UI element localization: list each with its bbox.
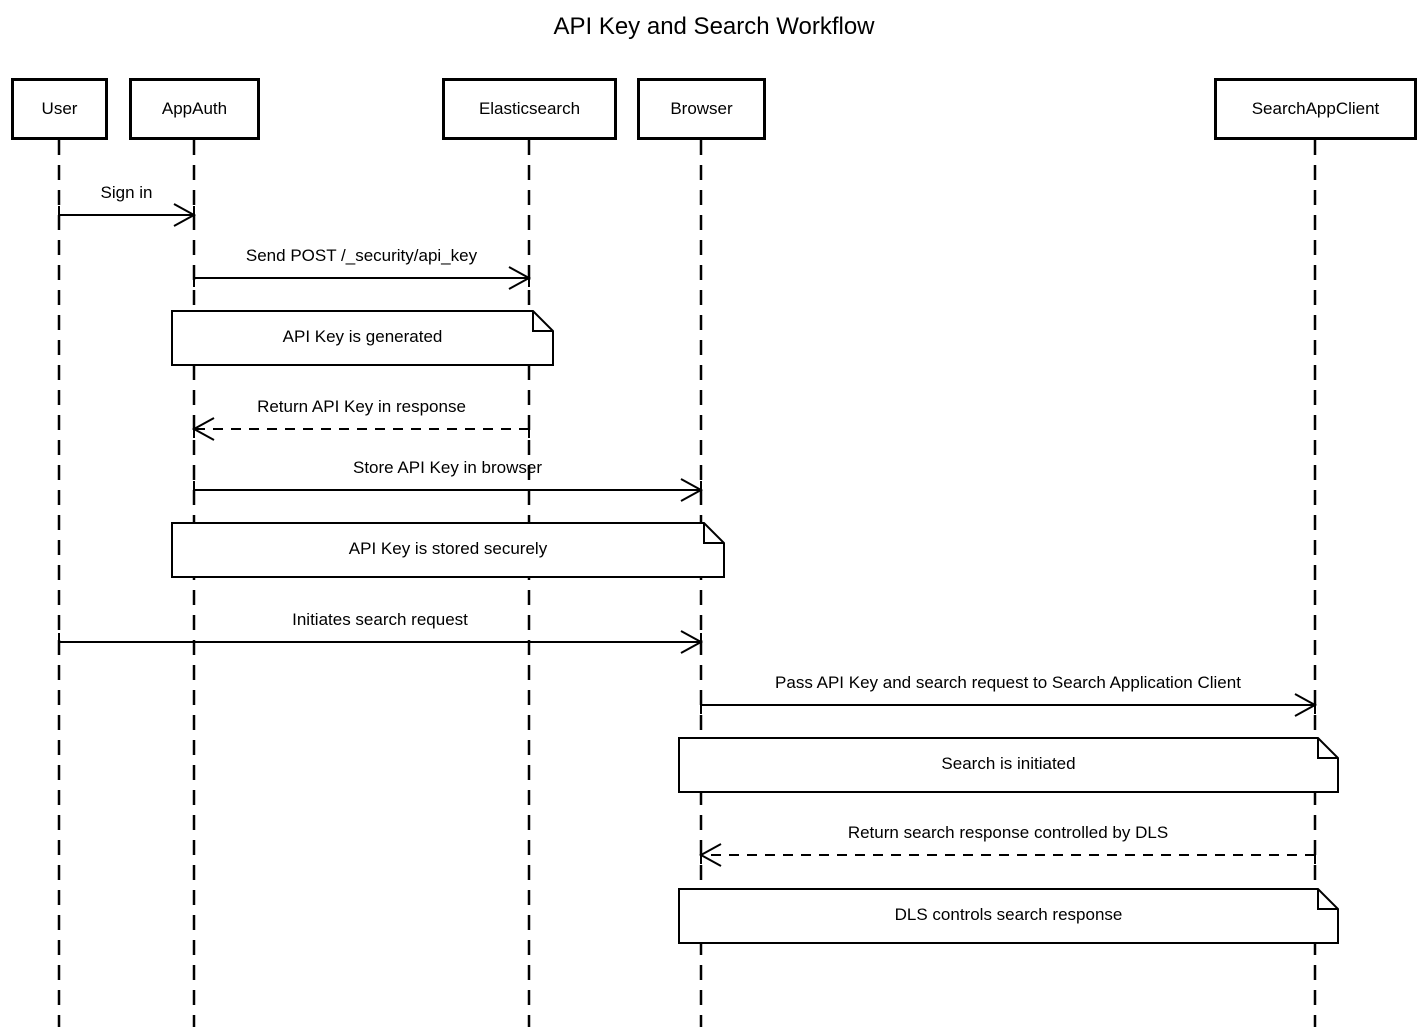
participant-label: SearchAppClient <box>1251 99 1380 118</box>
participant-sac[interactable]: SearchAppClient <box>1214 78 1417 140</box>
note-shape-n4 <box>678 888 1339 944</box>
message-arrows-group <box>58 203 1318 867</box>
participant-user[interactable]: User <box>11 78 108 140</box>
arrowhead-m6 <box>1294 693 1318 717</box>
participant-browser[interactable]: Browser <box>637 78 766 140</box>
note-shape-n3 <box>678 737 1339 793</box>
participant-es[interactable]: Elasticsearch <box>442 78 617 140</box>
note-shape-n2 <box>171 522 725 578</box>
participant-label: User <box>41 99 78 118</box>
participant-label: Browser <box>670 99 733 118</box>
participant-label: AppAuth <box>161 99 228 118</box>
arrowhead-m1 <box>173 203 197 227</box>
note-fold-n1 <box>532 311 553 332</box>
arrowhead-m4 <box>680 478 704 502</box>
page-title: API Key and Search Workflow <box>553 13 875 40</box>
note-fold-n4 <box>1317 889 1338 910</box>
note-shapes-group <box>171 310 1339 944</box>
note-fold-n2 <box>703 523 724 544</box>
arrowhead-m3 <box>191 417 215 441</box>
arrowhead-m7 <box>698 843 722 867</box>
participant-appauth[interactable]: AppAuth <box>129 78 260 140</box>
participant-label: Elasticsearch <box>478 99 581 118</box>
note-shape-n1 <box>171 310 554 366</box>
note-fold-n3 <box>1317 738 1338 759</box>
arrowhead-m2 <box>508 266 532 290</box>
lifelines-group <box>57 140 1317 1027</box>
arrowhead-m5 <box>680 630 704 654</box>
